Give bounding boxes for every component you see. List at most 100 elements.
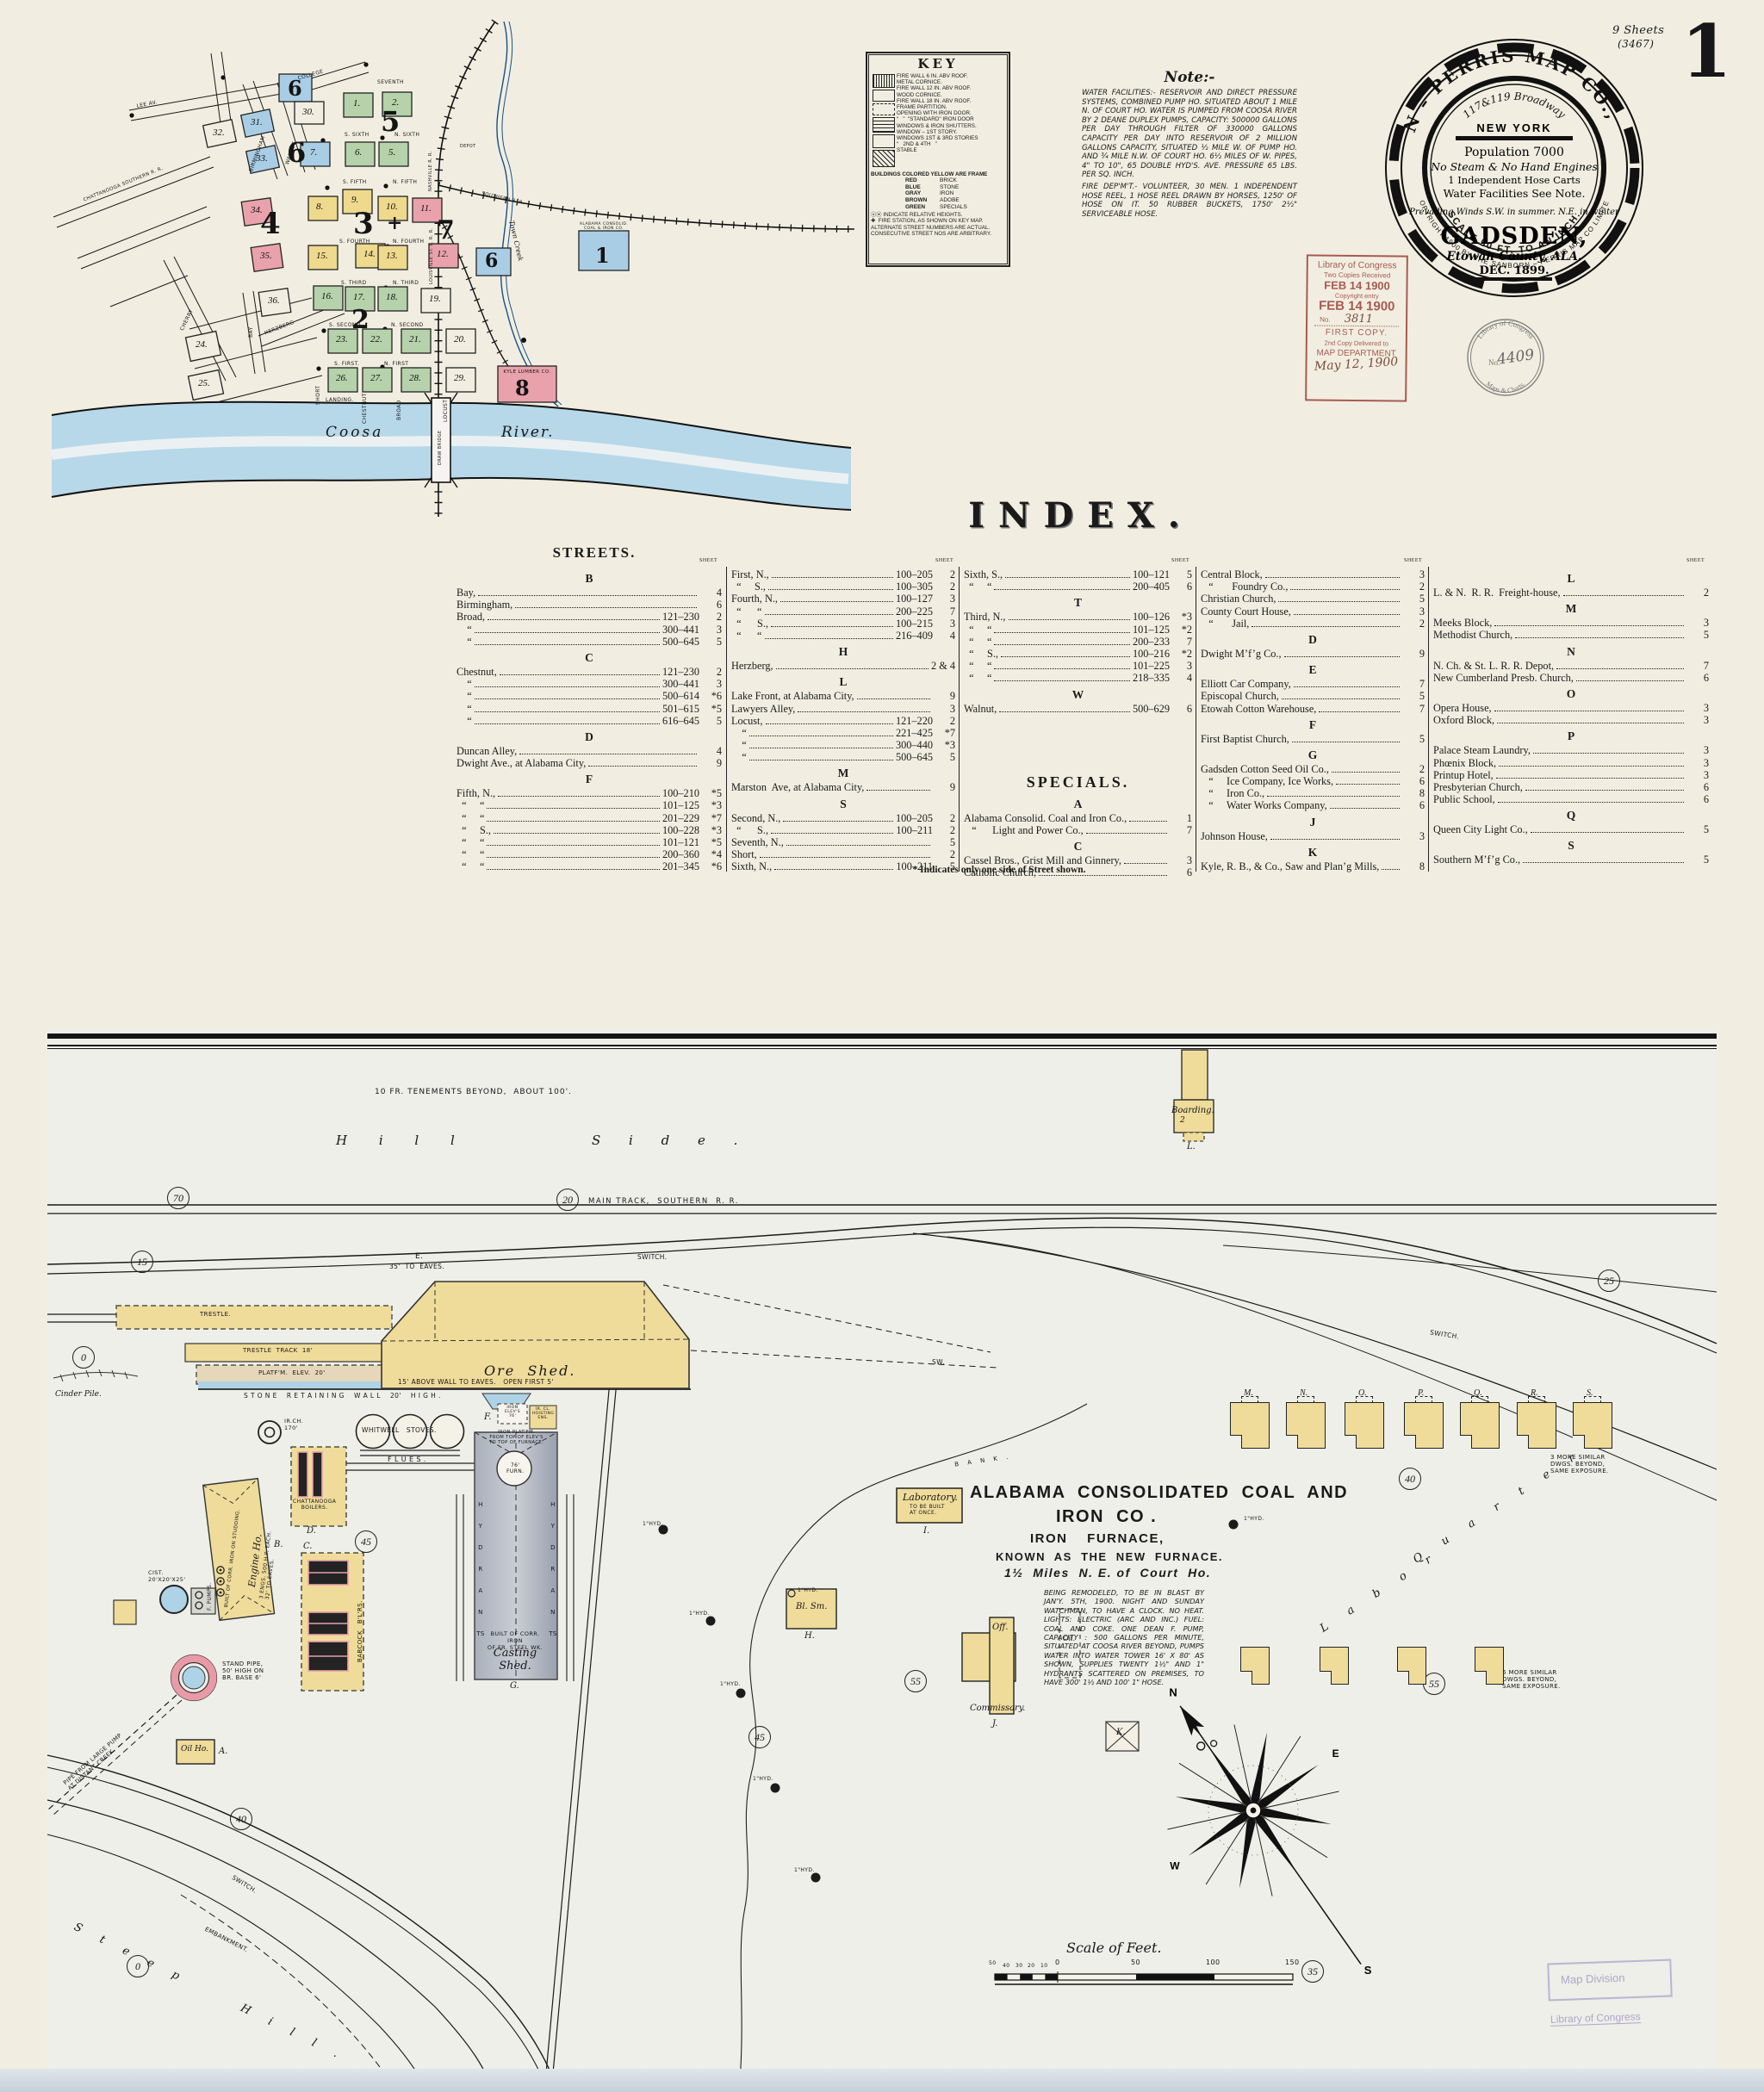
block-number: 35.: [260, 251, 272, 261]
index-entry: “ Foundry Co.,2: [1201, 580, 1425, 593]
index-gap: [964, 715, 1192, 768]
page-number: 1: [1681, 9, 1732, 94]
index-letter-header: A: [1073, 797, 1083, 810]
index-letter-header: L: [839, 675, 848, 689]
index-entry: Seventh, N.,5: [731, 836, 955, 848]
index-entry: “ Jail,2: [1201, 617, 1425, 630]
stamp-line: Library of Congress: [1317, 259, 1397, 271]
cinder-pile-label: Cinder Pile.: [55, 1390, 102, 1399]
index-letter-header: F: [585, 773, 593, 786]
elevator-letter: F.: [484, 1412, 492, 1422]
draw-bridge: [424, 392, 458, 488]
sheet-column-label: SHEET: [935, 558, 954, 563]
block-number: 24.: [196, 339, 208, 350]
dwelling-m: [1230, 1396, 1270, 1449]
sheet-numeral: 6: [287, 136, 307, 169]
index-entry: County Court House,3: [1201, 605, 1425, 618]
depot-label: DEPOT: [460, 145, 476, 149]
block-number: 19.: [429, 294, 441, 304]
key-line: WINDOWS & IRON SHUTTERS.: [897, 122, 977, 129]
dwelling-letter: Q.: [1474, 1388, 1482, 1398]
chattanooga-letter: D.: [307, 1526, 316, 1536]
babcock-label: BABCOCK B'L'RS.: [357, 1600, 363, 1662]
loc-receipt-stamp: Library of Congress Two Copies Received …: [1305, 254, 1408, 402]
sheet1-location-label: ALABAMA CONSOLID. COAL & IRON CO.: [579, 222, 629, 231]
lower-map-paper: [47, 1029, 1717, 2069]
index-entry: Marston Ave, at Alabama City,9: [731, 781, 955, 794]
elevation-circle: 20: [556, 1189, 579, 1211]
dwelling-letter: N.: [1300, 1388, 1308, 1398]
elevation-circle: 35: [1301, 1960, 1324, 1983]
street: LOCUST: [443, 399, 449, 422]
laboratory-note: TO BE BUILT AT ONCE.: [910, 1504, 945, 1516]
dwelling-s: [1573, 1396, 1612, 1449]
index-entry: “ “201–229*7: [457, 811, 722, 824]
more-dwellings-note: 6 MORE SIMILAR DWGS. BEYOND, SAME EXPOSU…: [1502, 1669, 1561, 1690]
town-creek-2: [501, 21, 562, 406]
index-entry: Cassel Bros., Grist Mill and Ginnery,3: [964, 854, 1192, 867]
street: N. FIRST: [384, 361, 409, 367]
eaves-note: 35' TO EAVES.: [389, 1263, 445, 1270]
index-entry: “ Ice Company, Ice Works,6: [1201, 775, 1425, 788]
stand-pipe-label: STAND PIPE, 50' HIGH ON BR. BASE 6': [222, 1661, 264, 1681]
index-entry: Etowah Cotton Warehouse,7: [1201, 702, 1425, 715]
scale-tick: 30: [1016, 1963, 1023, 1969]
index-entry: Lawyers Alley,3: [731, 702, 955, 715]
commissary-letter: J.: [992, 1719, 998, 1729]
note-title: Note:-: [1164, 69, 1215, 86]
block-number: 20.: [454, 334, 466, 345]
specials-header: SPECIALS.: [1026, 773, 1130, 791]
index-entry: Meeks Block,3: [1433, 617, 1709, 630]
block-number: 28.: [409, 373, 421, 383]
boarding-letter: L.: [1187, 1142, 1196, 1152]
block-number: 6.: [355, 147, 363, 158]
index-entry: Dwight M’f’g Co.,9: [1201, 647, 1425, 660]
index-letter-header: D: [585, 729, 593, 743]
scale-bar: [994, 1971, 1294, 1985]
block-number: 9.: [351, 195, 359, 205]
ore-shed-label: Ore Shed.: [484, 1363, 576, 1379]
tenements-note: 10 FR. TENEMENTS BEYOND, ABOUT 100'.: [375, 1088, 572, 1096]
sanborn-seal: SANBORN – PERRIS MAP CO., LIMITED COPYRI…: [0, 0, 1643, 297]
sheet-column-label: SHEET: [1404, 558, 1423, 563]
main-track-label: MAIN TRACK, SOUTHERN R. R.: [588, 1197, 739, 1206]
dwelling-n: [1286, 1396, 1326, 1449]
block-number: 26.: [336, 373, 348, 383]
key-line: FIRE WALL 6 IN. ABV ROOF.: [897, 73, 968, 79]
key-footer: CONSECUTIVE STREET NOS ARE ARBITRARY.: [871, 230, 991, 237]
dwelling: [1240, 1647, 1270, 1685]
hydrant-label: 1"HYD.: [643, 1521, 663, 1527]
index-entry: L. & N. R. R. Freight-house,2: [1433, 587, 1709, 599]
dwelling: [1475, 1647, 1504, 1685]
dwelling-q: [1460, 1396, 1500, 1449]
sheets-note: 9 Sheets: [1612, 24, 1665, 37]
trestle-platform: [115, 1305, 691, 1390]
hill-label: H i l l: [336, 1133, 469, 1148]
index-separator: [1428, 567, 1429, 872]
key-meaning: BRICK: [940, 177, 957, 184]
index-letter-header: P: [1567, 729, 1575, 743]
scale-tick: 50: [1131, 1959, 1140, 1966]
hydrant-label: 1"HYD.: [798, 1587, 818, 1593]
map-division-stamp: Map Division: [1560, 1971, 1625, 1987]
sw-label: SW.: [932, 1358, 945, 1366]
key-line: STABLE: [897, 147, 917, 154]
key-color: BROWN: [905, 196, 928, 203]
block-number: 18.: [386, 292, 398, 302]
stamp-entry-number: 3811: [1344, 312, 1373, 326]
index-entry: Dwight Ave., at Alabama City,9: [457, 757, 722, 770]
block-number: 23.: [336, 334, 348, 345]
index-separator: [959, 567, 960, 872]
index-entry: New Cumberland Presb. Church,6: [1433, 671, 1709, 684]
compass-s: S: [1364, 1964, 1372, 1977]
oil-label: Oil.: [1063, 1635, 1076, 1642]
block-number: 30.: [302, 107, 314, 117]
index-entry: Third, N.,100–126*3: [964, 611, 1192, 624]
